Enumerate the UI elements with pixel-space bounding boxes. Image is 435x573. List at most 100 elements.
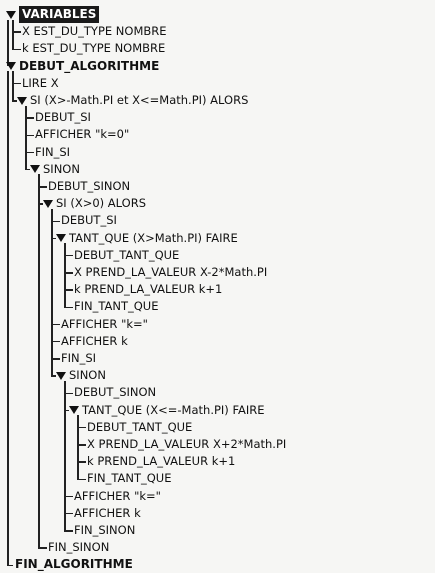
tree-connector	[51, 238, 53, 325]
tree-node-debut-tq-1[interactable]: DEBUT_TANT_QUE	[74, 247, 179, 264]
tree-node-label: DEBUT_SI	[35, 110, 91, 125]
tree-node-si-2[interactable]: SI (X>0) ALORS	[43, 195, 146, 212]
tree-connector	[64, 410, 66, 497]
tree-connector	[12, 31, 21, 33]
tree-node-debut-algo[interactable]: DEBUT_ALGORITHME	[6, 58, 159, 75]
tree-node-label: FIN_TANT_QUE	[74, 299, 159, 314]
tree-connector	[77, 426, 86, 429]
tree-node-tq-2[interactable]: TANT_QUE (X<=-Math.PI) FAIRE	[69, 402, 265, 419]
tree-node-fin-algo[interactable]: FIN_ALGORITHME	[15, 556, 133, 573]
tree-connector	[77, 415, 79, 428]
collapse-toggle-icon[interactable]	[56, 371, 66, 381]
tree-node-fin-si-1[interactable]: FIN_SI	[35, 144, 70, 161]
tree-connector	[77, 461, 86, 463]
tree-connector	[51, 208, 53, 222]
tree-connector	[77, 444, 86, 446]
tree-connector	[38, 186, 40, 205]
tree-connector	[25, 117, 34, 119]
tree-connector	[77, 478, 86, 480]
tree-node-fin-tq-2[interactable]: FIN_TANT_QUE	[87, 470, 171, 487]
tree-node-k-plus-1[interactable]: k PREND_LA_VALEUR k+1	[74, 281, 222, 298]
tree-node-label: DEBUT_TANT_QUE	[87, 419, 193, 434]
tree-connector	[51, 341, 53, 360]
tree-node-label: AFFICHER k	[61, 333, 128, 348]
tree-connector	[25, 134, 34, 136]
tree-node-fin-sinon-1[interactable]: FIN_SINON	[48, 539, 109, 556]
tree-connector	[51, 220, 60, 222]
tree-node-label: k EST_DU_TYPE NOMBRE	[22, 41, 166, 56]
tree-connector	[25, 152, 27, 170]
tree-connector	[64, 512, 73, 515]
tree-node-lire-x[interactable]: LIRE X	[22, 75, 59, 92]
tree-connector	[12, 83, 14, 102]
tree-connector	[7, 19, 9, 67]
tree-node-debut-si-1[interactable]: DEBUT_SI	[35, 109, 91, 126]
tree-connector	[38, 203, 43, 205]
tree-connector	[12, 71, 14, 84]
tree-connector	[25, 117, 27, 136]
tree-connector	[25, 168, 30, 171]
tree-node-label: AFFICHER k	[74, 505, 141, 520]
tree-connector	[51, 358, 60, 360]
tree-node-afficher-kv-1[interactable]: AFFICHER k	[61, 333, 128, 350]
tree-connector	[64, 289, 73, 291]
tree-node-sinon-2[interactable]: SINON	[56, 367, 106, 384]
tree-node-debut-sinon-1[interactable]: DEBUT_SINON	[48, 178, 130, 195]
collapse-toggle-icon[interactable]	[6, 10, 16, 20]
tree-node-var-k[interactable]: k EST_DU_TYPE NOMBRE	[22, 40, 165, 57]
tree-connector	[51, 221, 53, 239]
tree-connector	[25, 105, 27, 119]
tree-node-x-moins[interactable]: X PREND_LA_VALEUR X-2*Math.PI	[74, 264, 267, 281]
tree-node-label: X PREND_LA_VALEUR X-2*Math.PI	[74, 265, 268, 279]
tree-node-label: DEBUT_SINON	[48, 179, 131, 193]
tree-connector	[12, 19, 14, 33]
collapse-toggle-icon[interactable]	[6, 61, 16, 71]
tree-node-label: FIN_SI	[35, 144, 71, 159]
tree-node-fin-si-2[interactable]: FIN_SI	[61, 350, 96, 367]
tree-node-label: DEBUT_SINON	[74, 385, 157, 400]
collapse-toggle-icon[interactable]	[17, 96, 27, 106]
tree-connector	[7, 71, 9, 565]
tree-node-tq-1[interactable]: TANT_QUE (X>Math.PI) FAIRE	[56, 230, 238, 247]
collapse-toggle-icon[interactable]	[43, 199, 53, 209]
tree-connector	[64, 255, 66, 274]
collapse-toggle-icon[interactable]	[30, 164, 40, 174]
tree-node-label: DEBUT_ALGORITHME	[19, 58, 160, 73]
tree-connector	[64, 530, 73, 532]
tree-node-label: SI (X>0) ALORS	[56, 196, 147, 211]
tree-node-label: LIRE X	[22, 75, 59, 90]
tree-node-afficher-k-2[interactable]: AFFICHER "k="	[74, 488, 161, 505]
tree-node-k-plus-2[interactable]: k PREND_LA_VALEUR k+1	[87, 453, 235, 470]
tree-node-si-1[interactable]: SI (X>-Math.PI et X<=Math.PI) ALORS	[17, 92, 248, 109]
tree-connector	[7, 564, 13, 566]
tree-node-afficher-k-1[interactable]: AFFICHER "k="	[61, 316, 148, 333]
tree-connector	[38, 186, 47, 188]
tree-node-debut-tq-2[interactable]: DEBUT_TANT_QUE	[87, 419, 192, 436]
tree-node-variables[interactable]: VARIABLES	[6, 6, 100, 23]
tree-node-label: X PREND_LA_VALEUR X+2*Math.PI	[87, 437, 287, 451]
tree-connector	[64, 393, 66, 411]
collapse-toggle-icon[interactable]	[56, 233, 66, 243]
tree-connector	[64, 254, 73, 257]
tree-node-fin-sinon-2[interactable]: FIN_SINON	[74, 522, 135, 539]
tree-node-debut-sinon-2[interactable]: DEBUT_SINON	[74, 384, 156, 401]
tree-node-x-plus[interactable]: X PREND_LA_VALEUR X+2*Math.PI	[87, 436, 286, 453]
tree-connector	[25, 135, 27, 153]
tree-connector	[51, 237, 56, 240]
tree-connector	[25, 151, 34, 154]
tree-node-label: TANT_QUE (X<=-Math.PI) FAIRE	[82, 402, 265, 417]
tree-node-afficher-kv-2[interactable]: AFFICHER k	[74, 505, 141, 522]
tree-node-label: SINON	[69, 368, 106, 383]
tree-connector	[64, 409, 69, 412]
tree-connector	[51, 324, 53, 342]
tree-node-label: k PREND_LA_VALEUR k+1	[87, 454, 236, 469]
tree-node-debut-si-2[interactable]: DEBUT_SI	[61, 212, 117, 229]
tree-node-fin-tq-1[interactable]: FIN_TANT_QUE	[74, 298, 158, 315]
tree-node-sinon-1[interactable]: SINON	[30, 161, 80, 178]
collapse-toggle-icon[interactable]	[69, 405, 79, 415]
tree-node-var-x[interactable]: X EST_DU_TYPE NOMBRE	[22, 23, 167, 40]
tree-connector	[64, 306, 73, 308]
tree-connector	[64, 513, 66, 532]
tree-node-afficher-k0[interactable]: AFFICHER "k=0"	[35, 126, 129, 143]
